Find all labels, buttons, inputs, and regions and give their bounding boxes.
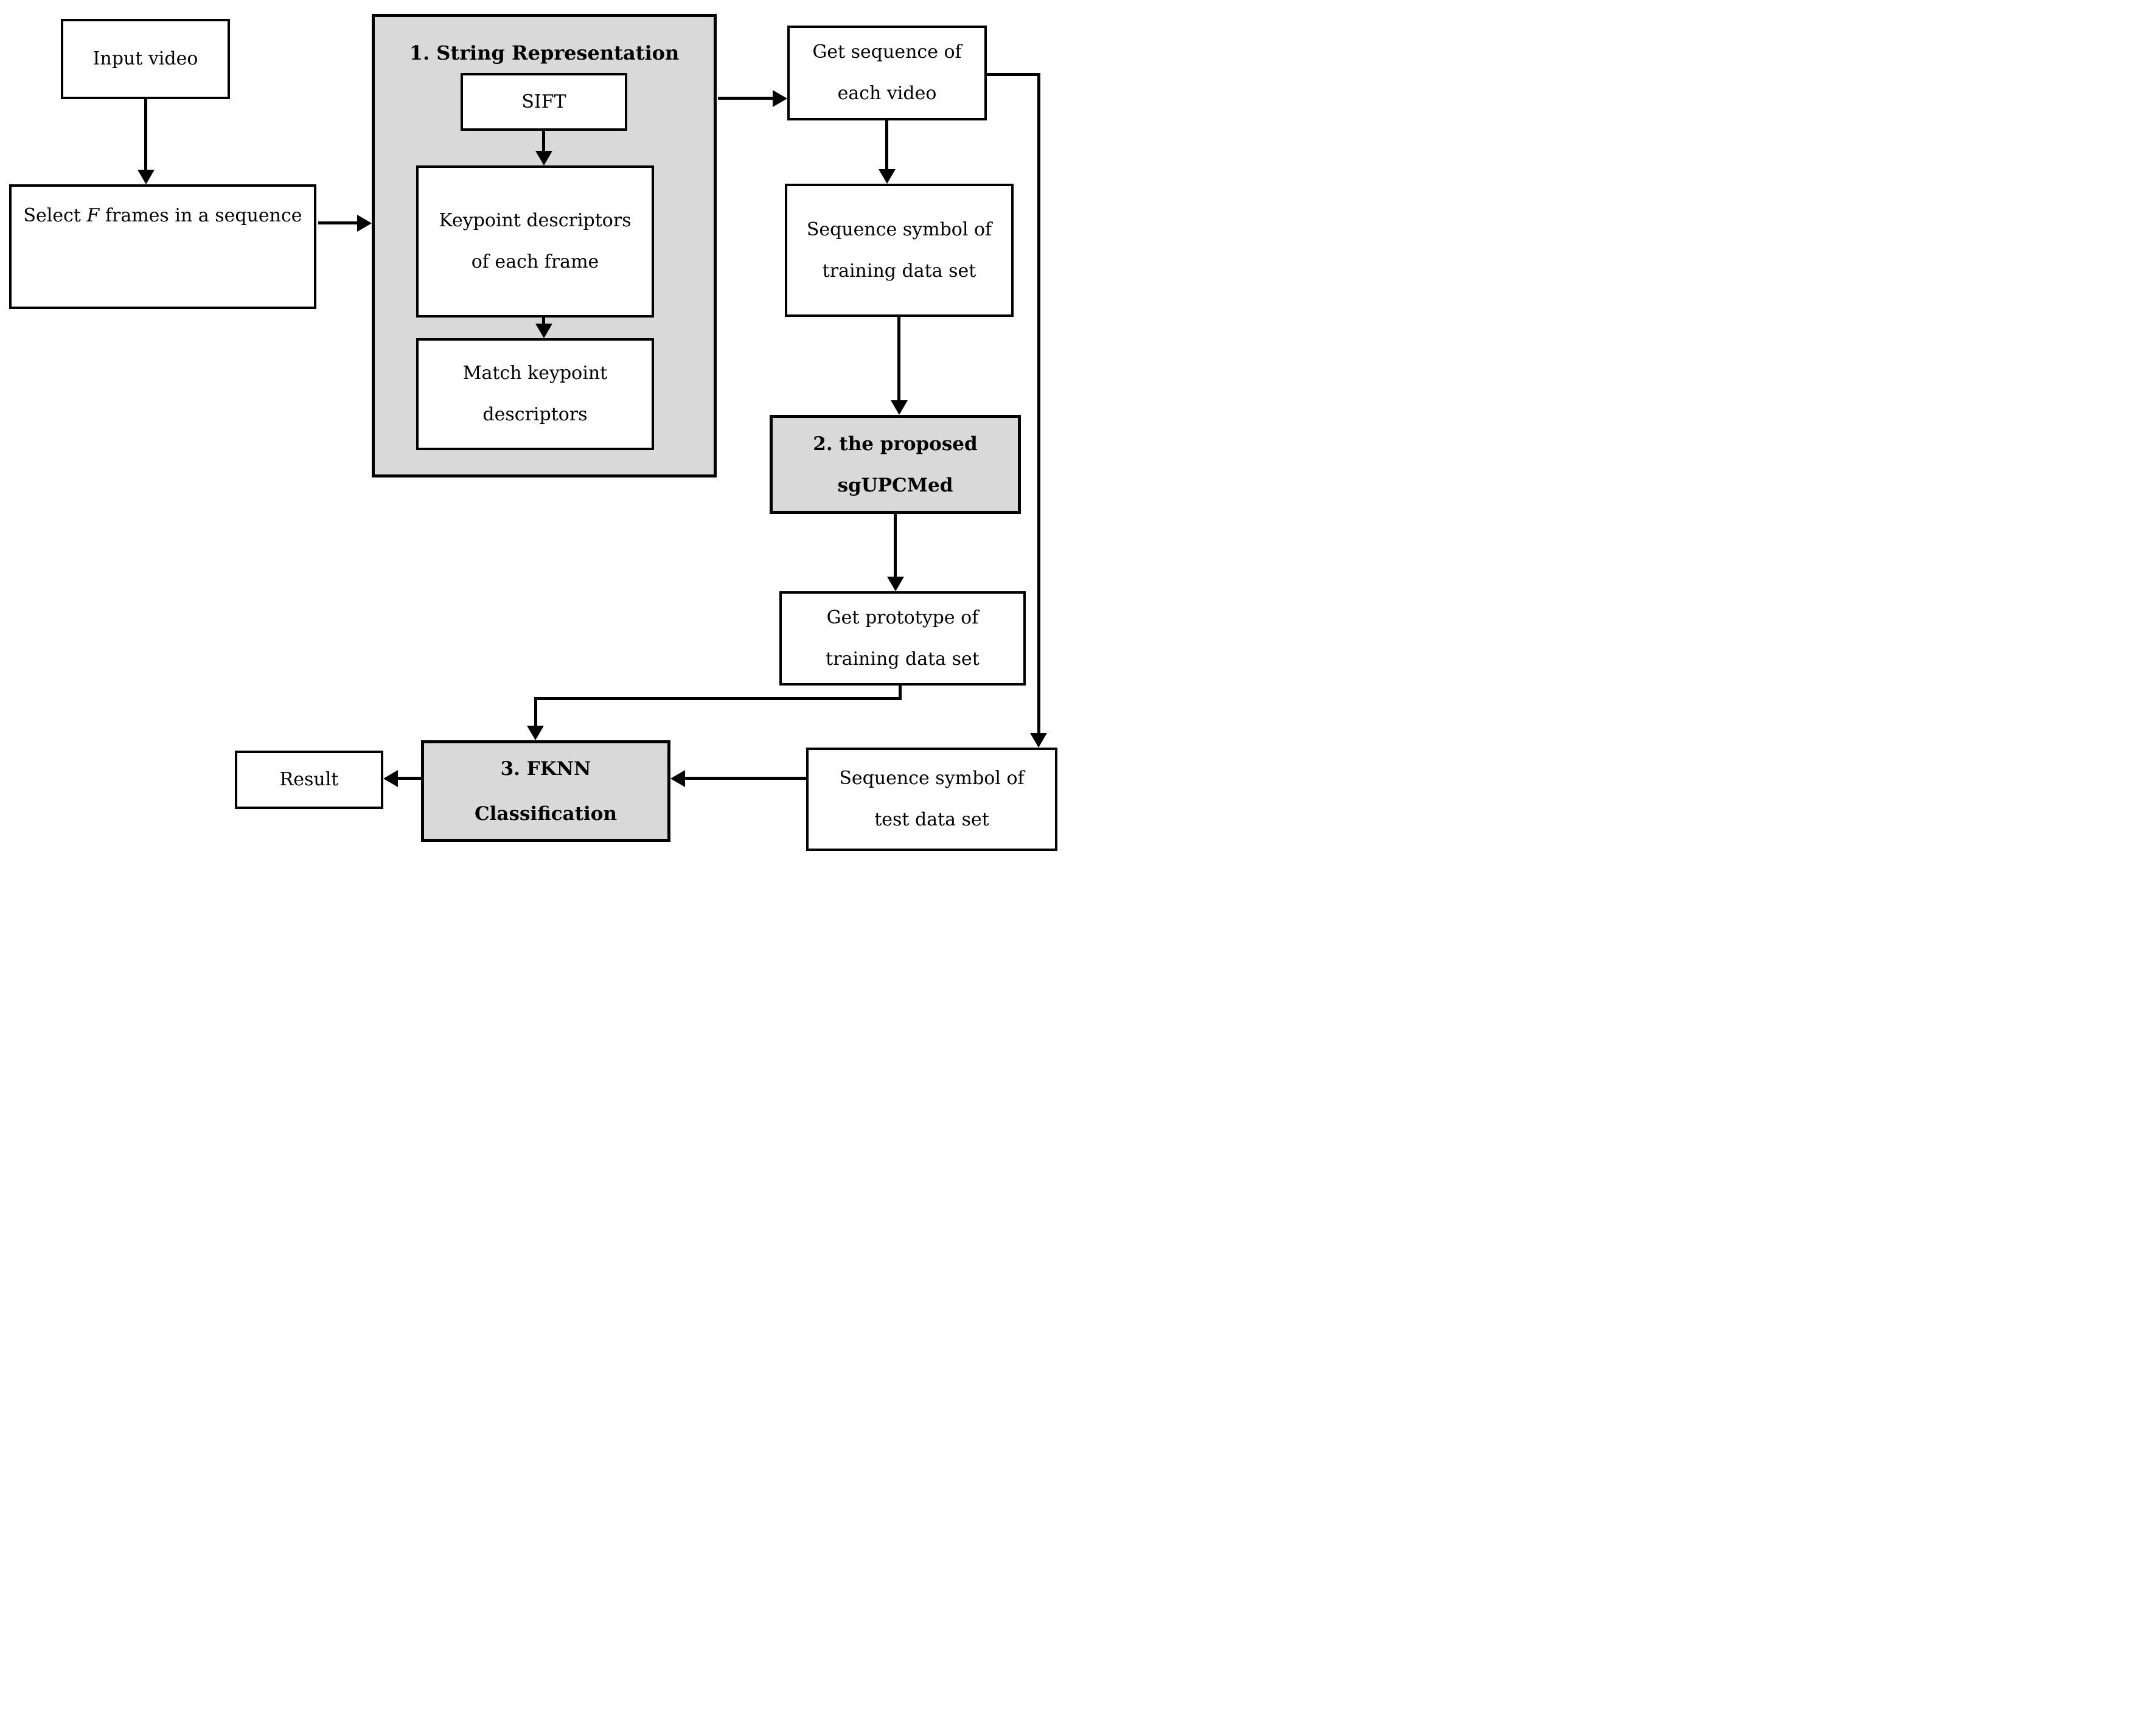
arrow-getsequence-to-training-shaft — [885, 120, 888, 169]
node-match-keypoint-line1: Match keypoint — [462, 363, 608, 384]
arrow-training-to-sgupcmed-head — [891, 400, 908, 415]
node-sequence-symbol-training: Sequence symbol of training data set — [785, 184, 1014, 317]
flowchart-figure: 1. String Representation Input video Sel… — [0, 0, 1072, 868]
node-match-keypoint: Match keypoint descriptors — [416, 338, 654, 450]
node-get-sequence-line2: each video — [837, 83, 937, 104]
arrow-sgupcmed-to-prototype-head — [887, 577, 904, 591]
node-fknn-line2: Classification — [474, 802, 618, 825]
node-select-frames: Select F frames in a sequence — [9, 184, 316, 309]
node-keypoint-descriptors-line1: Keypoint descriptors — [439, 210, 632, 231]
connector-getsequence-to-test-horizontal — [987, 73, 1040, 76]
arrow-fknn-to-result-head — [383, 770, 398, 787]
node-sgupcmed-line1: 2. the proposed — [813, 432, 978, 455]
node-sequence-symbol-training-line1: Sequence symbol of — [806, 218, 992, 240]
node-result-label: Result — [279, 769, 339, 790]
arrow-test-to-fknn-shaft — [685, 777, 806, 780]
arrow-panel-to-getsequence-shaft — [718, 97, 773, 100]
node-match-keypoint-line2: descriptors — [482, 404, 588, 425]
node-sgupcmed: 2. the proposed sgUPCMed — [770, 415, 1021, 514]
node-sequence-symbol-training-line2: training data set — [822, 260, 976, 282]
node-input-video-label: Input video — [92, 48, 198, 69]
node-keypoint-descriptors: Keypoint descriptors of each frame — [416, 165, 654, 318]
node-sequence-symbol-test-line2: test data set — [874, 809, 989, 830]
node-sgupcmed-line2: sgUPCMed — [837, 474, 953, 496]
node-sift: SIFT — [461, 73, 627, 131]
arrow-input-to-select-head — [137, 170, 155, 184]
node-get-sequence: Get sequence of each video — [787, 26, 987, 120]
arrow-prototype-to-fknn-head — [527, 726, 544, 740]
node-result: Result — [235, 751, 383, 809]
arrow-training-to-sgupcmed-shaft — [897, 317, 900, 400]
node-get-prototype-line1: Get prototype of — [826, 606, 979, 628]
arrow-getsequence-to-test-head — [1030, 733, 1047, 748]
arrow-getsequence-to-training-head — [879, 169, 896, 184]
string-representation-title: 1. String Representation — [409, 41, 680, 64]
arrow-fknn-to-result-shaft — [398, 777, 421, 780]
arrow-sgupcmed-to-prototype-shaft — [894, 514, 897, 577]
node-sift-label: SIFT — [521, 91, 566, 113]
arrow-select-to-panel-head — [357, 215, 372, 232]
node-fknn-line1: 3. FKNN — [500, 757, 591, 780]
node-select-frames-label: Select F frames in a sequence — [23, 205, 302, 226]
arrow-test-to-fknn-head — [670, 770, 685, 787]
node-input-video: Input video — [61, 19, 230, 99]
node-get-prototype-line2: training data set — [826, 648, 980, 670]
connector-prototype-to-fknn-seg3 — [534, 700, 537, 727]
node-sequence-symbol-test-line1: Sequence symbol of — [839, 768, 1025, 789]
connector-prototype-to-fknn-seg2 — [534, 697, 902, 700]
arrow-sift-to-keypoint-shaft — [542, 131, 545, 151]
node-fknn: 3. FKNN Classification — [421, 740, 670, 842]
arrow-keypoint-to-match-head — [535, 324, 552, 338]
arrow-panel-to-getsequence-head — [773, 90, 787, 107]
node-keypoint-descriptors-line2: of each frame — [471, 251, 599, 273]
arrow-select-to-panel-shaft — [318, 221, 357, 224]
node-sequence-symbol-test: Sequence symbol of test data set — [806, 748, 1057, 851]
connector-prototype-to-fknn-seg1 — [899, 686, 902, 700]
connector-getsequence-to-test-vertical — [1037, 73, 1040, 733]
node-get-prototype: Get prototype of training data set — [779, 591, 1026, 686]
arrow-keypoint-to-match-shaft — [542, 318, 545, 324]
arrow-sift-to-keypoint-head — [535, 151, 552, 165]
node-get-sequence-line1: Get sequence of — [812, 41, 962, 63]
arrow-input-to-select-shaft — [144, 99, 147, 170]
